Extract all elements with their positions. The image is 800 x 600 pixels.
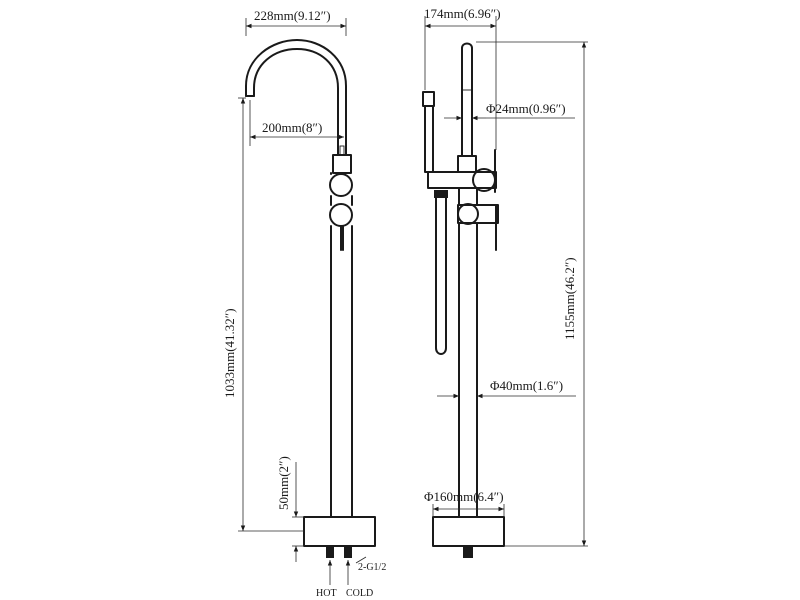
front-cold-connector	[344, 546, 352, 558]
spout-reach-label: 228mm(9.12″)	[254, 8, 331, 23]
side-hand-shower-handle	[424, 105, 434, 173]
front-spout-outer	[245, 39, 347, 156]
hot-label: HOT	[316, 588, 337, 599]
front-lower-handle	[329, 203, 353, 227]
side-view: 174mm(6.96″) 1155mm(46.2″) Φ24mm(0.96″) …	[422, 6, 588, 558]
side-hand-shower-head	[422, 91, 435, 107]
front-valve-body	[332, 154, 352, 174]
cold-label: COLD	[346, 588, 373, 599]
base-height-label: 50mm(2″)	[276, 456, 291, 510]
front-spout-inner	[253, 48, 339, 156]
front-base	[303, 516, 376, 547]
front-view: HOT COLD 2-G1/2 228mm(9.12″) 200mm(8″) 1…	[222, 8, 386, 599]
side-spout-riser	[461, 42, 473, 156]
spout-diameter-label: Φ24mm(0.96″)	[486, 101, 566, 116]
total-height-label: 1155mm(46.2″)	[562, 257, 577, 340]
connection-label: 2-G1/2	[358, 562, 386, 573]
front-upper-handle	[329, 173, 353, 197]
pipe-diameter-label: Φ40mm(1.6″)	[490, 378, 563, 393]
side-lower-handle	[457, 203, 479, 225]
base-diameter-label: Φ160mm(6.4″)	[424, 489, 504, 504]
front-hot-connector	[326, 546, 334, 558]
side-connector	[463, 546, 473, 558]
side-depth-label: 174mm(6.96″)	[424, 6, 501, 21]
height-front-label: 1033mm(41.32″)	[222, 308, 237, 398]
side-shower-hose	[435, 197, 447, 355]
side-main-pipe	[458, 187, 478, 518]
side-base	[432, 516, 505, 547]
side-valve-block	[427, 171, 497, 189]
front-main-pipe	[330, 195, 353, 518]
outlet-offset-label: 200mm(8″)	[262, 120, 322, 135]
